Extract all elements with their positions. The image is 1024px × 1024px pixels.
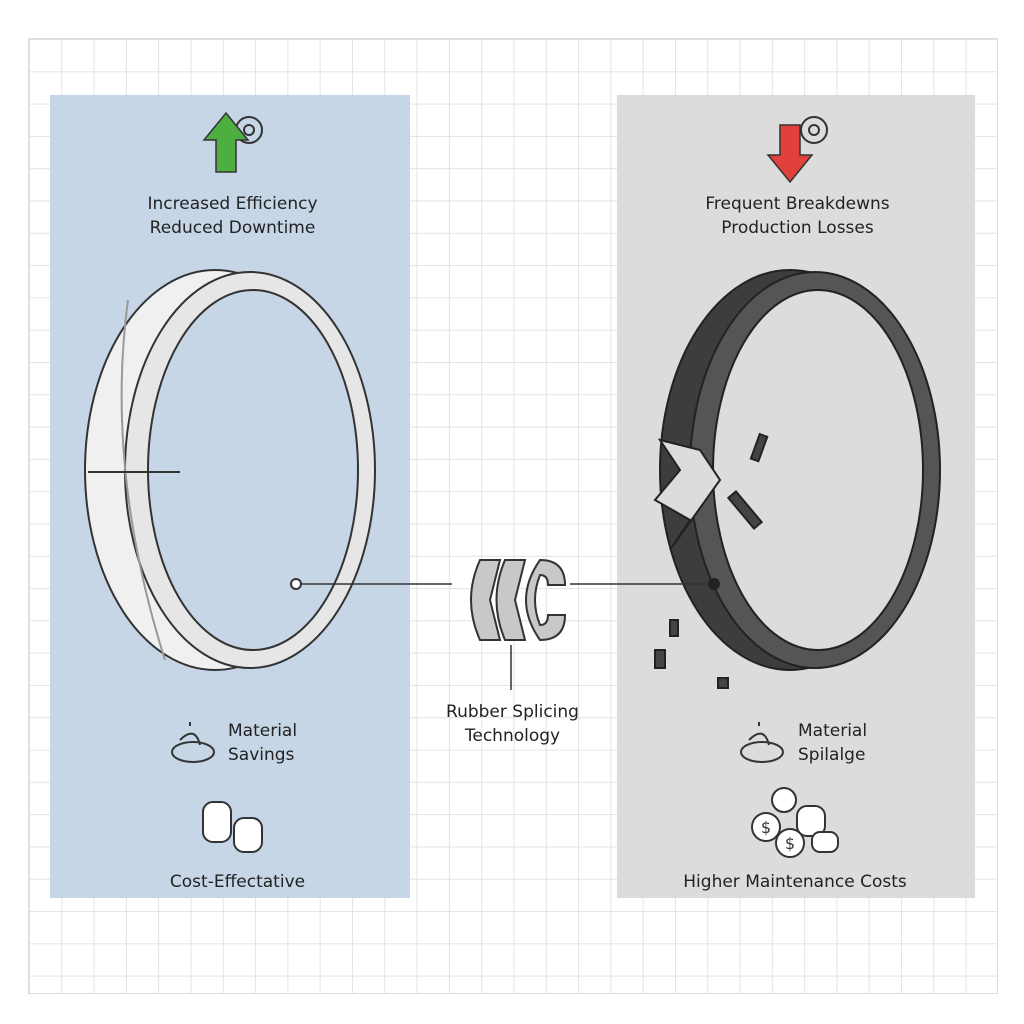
broken-belt-ring — [653, 269, 941, 689]
center-label-line2: Technology — [464, 726, 561, 746]
spill-icon — [171, 722, 784, 763]
rubber-splice-icon — [470, 558, 567, 642]
center-label-line1: Rubber Splicing — [446, 702, 579, 722]
svg-text:$: $ — [761, 818, 771, 837]
material-label: Material — [798, 721, 868, 741]
spillage-label: Spilalge — [798, 745, 866, 765]
up-arrow-icon — [202, 111, 250, 173]
intact-belt-ring — [84, 269, 376, 671]
benefit-efficiency: Increased Efficiency — [147, 194, 318, 214]
left-cost: Cost-Effectative — [169, 872, 306, 892]
center-label: Rubber Splicing Technology — [420, 700, 605, 748]
issue-breakdowns: Frequent Breakdewns — [705, 194, 890, 214]
right-cost: Higher Maintenance Costs — [683, 872, 907, 892]
benefit-downtime: Reduced Downtime — [149, 218, 316, 238]
gear-icon — [235, 116, 828, 144]
right-header: Frequent Breakdewns Production Losses — [665, 192, 930, 240]
savings-label: Savings — [228, 745, 295, 765]
down-arrow-icon — [766, 124, 814, 184]
left-material: Material Savings — [228, 719, 297, 767]
money-loss-icon: $ $ — [751, 787, 839, 858]
left-header: Increased Efficiency Reduced Downtime — [100, 192, 365, 240]
material-label: Material — [228, 721, 298, 741]
issue-losses: Production Losses — [721, 218, 874, 238]
svg-text:$: $ — [785, 834, 795, 853]
coins-icon — [202, 801, 263, 853]
right-material: Material Spilalge — [798, 719, 867, 767]
